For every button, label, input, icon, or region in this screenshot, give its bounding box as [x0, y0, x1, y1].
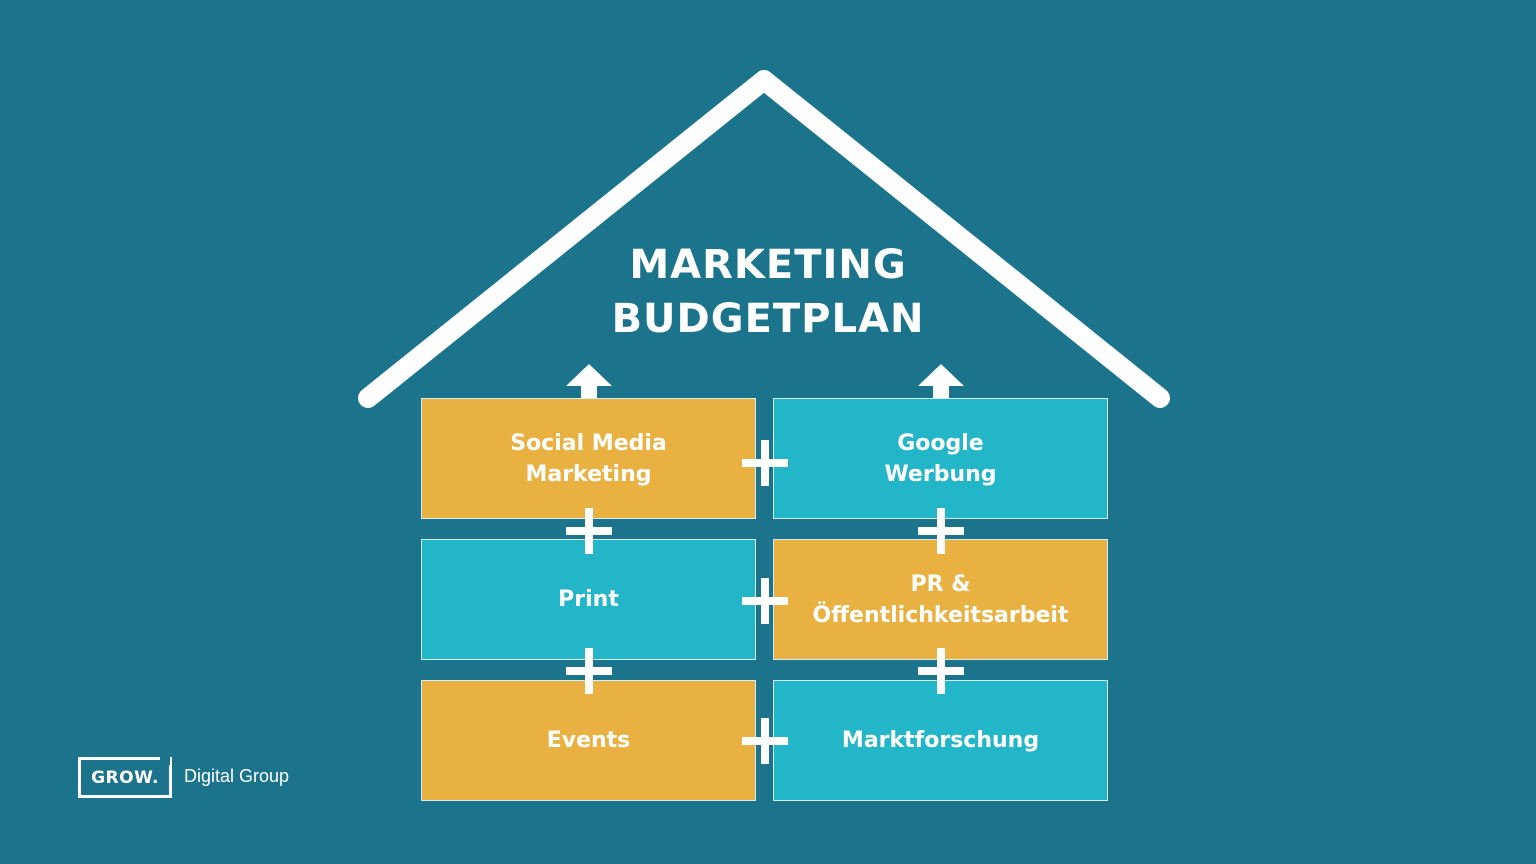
block-pr-oeffentlichkeitsarbeit: PR & Öffentlichkeitsarbeit [773, 539, 1108, 660]
plus-icon [742, 718, 788, 764]
block-events: Events [421, 680, 756, 801]
arrow-up-icon [566, 364, 612, 416]
block-label: PR & Öffentlichkeitsarbeit [812, 571, 1069, 628]
block-label: Marktforschung [841, 728, 1040, 753]
logo-corner-cut [160, 757, 170, 765]
plus-icon [566, 508, 612, 554]
logo-mark: GROW. [91, 767, 159, 788]
diagram-title-line1: MARKETING [629, 242, 907, 288]
plus-icon [918, 648, 964, 694]
plus-icon [566, 648, 612, 694]
block-social-media-marketing: Social Media Marketing [421, 398, 756, 519]
block-marktforschung: Marktforschung [773, 680, 1108, 801]
grow-logo: GROW. [78, 757, 172, 798]
plus-icon [742, 578, 788, 624]
diagram-title-line2: BUDGETPLAN [611, 296, 925, 342]
logo-text: Digital Group [184, 766, 290, 786]
arrow-up-icon [918, 364, 964, 416]
block-label: Google Werbung [884, 430, 997, 487]
plus-icon [742, 440, 788, 486]
block-label: Events [546, 728, 631, 753]
block-google-werbung: Google Werbung [773, 398, 1108, 519]
block-print: Print [421, 539, 756, 660]
block-label: Print [558, 587, 619, 612]
plus-icon [918, 508, 964, 554]
block-label: Social Media Marketing [510, 430, 667, 487]
